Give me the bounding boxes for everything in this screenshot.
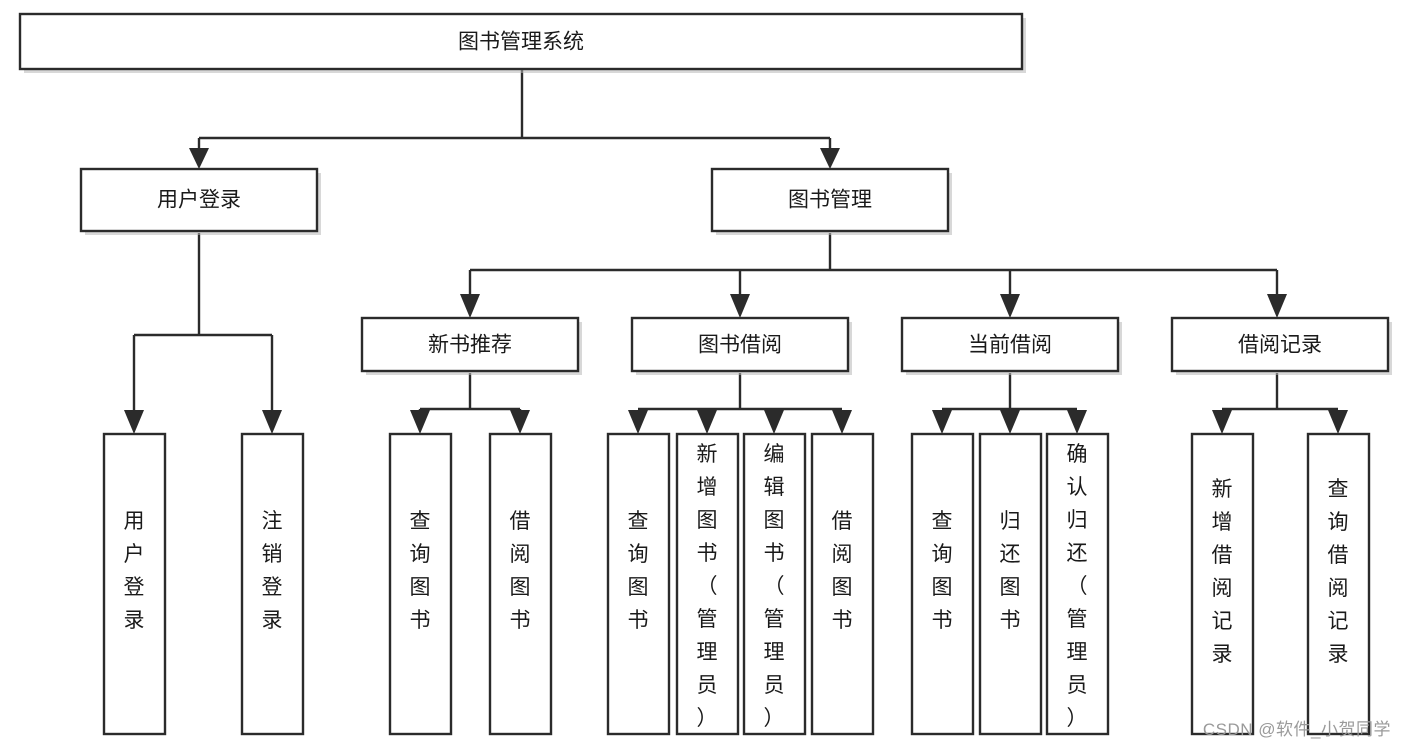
arrow-head-leaf-add-record [1212,410,1232,434]
leaf-add-book-label: 新增图书（管理员） [697,443,718,730]
leaf-user-login-box[interactable] [102,432,167,736]
arrow-head-leaf-edit-book [764,410,784,434]
arrow-head-leaf-query-record [1328,410,1348,434]
leaf-query-book-1[interactable]: 查询图书 [388,432,453,736]
leaf-user-logout-box[interactable] [240,432,305,736]
leaf-confirm-return[interactable]: 确认归还（管理员） [1045,432,1110,736]
node-user-login[interactable]: 用户登录 [79,167,321,235]
connector-group [124,69,1348,434]
node-borrow-record-label: 借阅记录 [1238,334,1322,357]
arrow-head-leaf-add-book [697,410,717,434]
arrow-head-current-borrow [1000,294,1020,318]
arrow-head-book-management [820,148,840,169]
node-user-login-label: 用户登录 [157,189,241,212]
arrow-head-leaf-user-login [124,410,144,434]
node-current-borrow-label: 当前借阅 [968,334,1052,357]
arrow-head-new-book-recommend [460,294,480,318]
leaf-confirm-return-box[interactable] [1045,432,1110,736]
leaf-borrow-book-2-box[interactable] [810,432,875,736]
node-new-book-recommend-box[interactable] [360,316,580,373]
leaf-user-logout-label: 注销登录 [262,510,283,632]
node-new-book-recommend-label: 新书推荐 [428,334,512,357]
node-root-box[interactable] [18,12,1024,71]
arrow-head-leaf-user-logout [262,410,282,434]
node-current-borrow[interactable]: 当前借阅 [900,316,1122,375]
node-book-management-box[interactable] [710,167,950,233]
node-user-login-box[interactable] [79,167,319,233]
leaf-add-record-label: 新增借阅记录 [1212,478,1233,666]
arrow-head-leaf-query-book-2 [628,410,648,434]
leaf-add-book[interactable]: 新增图书（管理员） [675,432,740,736]
leaf-borrow-book-1-label: 借阅图书 [510,510,531,632]
arrow-head-book-borrow [730,294,750,318]
node-new-book-recommend[interactable]: 新书推荐 [360,316,582,375]
arrow-head-leaf-query-book-1 [410,410,430,434]
leaf-query-record-box[interactable] [1306,432,1371,736]
leaf-add-record[interactable]: 新增借阅记录 [1190,432,1255,736]
leaf-query-record-label: 查询借阅记录 [1328,478,1349,666]
node-book-borrow[interactable]: 图书借阅 [630,316,852,375]
leaf-edit-book-box[interactable] [742,432,807,736]
leaf-edit-book-label: 编辑图书（管理员） [764,443,785,730]
node-book-management-label: 图书管理 [788,189,872,212]
leaf-borrow-book-2-label: 借阅图书 [832,510,853,632]
leaf-query-record[interactable]: 查询借阅记录 [1306,432,1371,736]
node-book-management[interactable]: 图书管理 [710,167,952,235]
csdn-watermark: CSDN @软件_小贺同学 [1202,720,1391,739]
node-root[interactable]: 图书管理系统 [18,12,1026,73]
leaf-user-login-label: 用户登录 [124,510,145,632]
leaf-query-book-3-box[interactable] [910,432,975,736]
arrow-head-leaf-confirm-return [1067,410,1087,434]
arrow-head-leaf-borrow-book-1 [510,410,530,434]
arrow-head-leaf-borrow-book-2 [832,410,852,434]
node-borrow-record-box[interactable] [1170,316,1390,373]
node-root-label: 图书管理系统 [458,31,584,54]
leaf-borrow-book-2[interactable]: 借阅图书 [810,432,875,736]
node-borrow-record[interactable]: 借阅记录 [1170,316,1392,375]
leaf-add-record-box[interactable] [1190,432,1255,736]
leaf-query-book-2-label: 查询图书 [628,510,649,632]
node-current-borrow-box[interactable] [900,316,1120,373]
leaf-query-book-1-box[interactable] [388,432,453,736]
leaf-confirm-return-label: 确认归还（管理员） [1067,443,1088,730]
leaf-query-book-3-label: 查询图书 [932,510,953,632]
leaf-edit-book[interactable]: 编辑图书（管理员） [742,432,807,736]
arrow-head-leaf-query-book-3 [932,410,952,434]
leaf-add-book-box[interactable] [675,432,740,736]
arrow-head-leaf-return-book [1000,410,1020,434]
leaf-query-book-1-label: 查询图书 [410,510,431,632]
node-book-borrow-label: 图书借阅 [698,334,782,357]
leaf-user-login[interactable]: 用户登录 [102,432,167,736]
leaf-return-book-box[interactable] [978,432,1043,736]
leaf-borrow-book-1-box[interactable] [488,432,553,736]
leaf-user-logout[interactable]: 注销登录 [240,432,305,736]
leaf-query-book-2-box[interactable] [606,432,671,736]
leaf-query-book-3[interactable]: 查询图书 [910,432,975,736]
leaf-borrow-book-1[interactable]: 借阅图书 [488,432,553,736]
arrow-head-user-login [189,148,209,169]
leaf-return-book[interactable]: 归还图书 [978,432,1043,736]
node-book-borrow-box[interactable] [630,316,850,373]
leaf-query-book-2[interactable]: 查询图书 [606,432,671,736]
arrow-head-borrow-record [1267,294,1287,318]
leaf-return-book-label: 归还图书 [1000,510,1021,632]
